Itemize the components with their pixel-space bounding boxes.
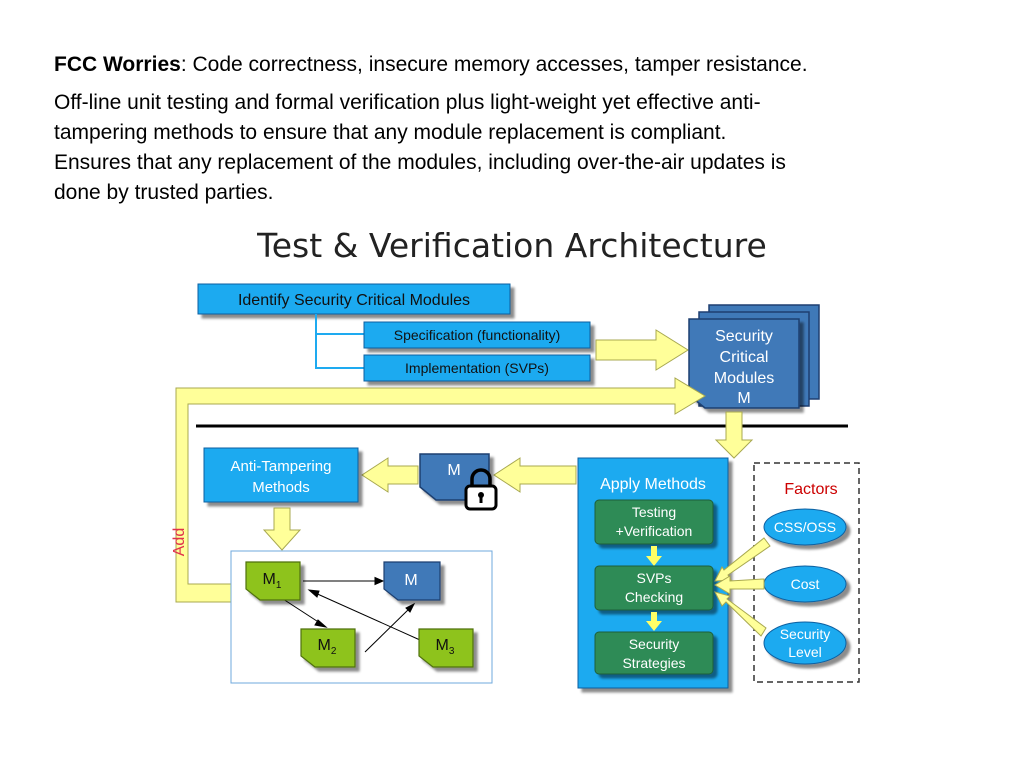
security-level-line-1: Security — [780, 626, 831, 642]
specification-label: Specification (functionality) — [394, 327, 561, 343]
module-m1-letter: M — [263, 571, 276, 588]
module-m2-label: M2 — [318, 637, 337, 657]
module-m1-subscript: 1 — [276, 580, 282, 591]
factors-panel — [753, 462, 860, 683]
description-line-2: tampering methods to ensure that any mod… — [54, 121, 727, 144]
arrow-testing-to-svps — [646, 546, 662, 566]
module-m1-label: M1 — [263, 571, 282, 591]
identify-box — [197, 283, 511, 315]
bracket-connector — [315, 314, 364, 369]
locked-module-label: M — [447, 462, 460, 479]
module-m2-box — [300, 628, 356, 668]
add-loop-arrow — [175, 377, 706, 603]
scm-line-1: Security — [715, 328, 773, 345]
css-oss-label: CSS/OSS — [774, 519, 836, 535]
svps-box — [594, 565, 714, 611]
diagram-title: Test & Verification Architecture — [257, 226, 767, 265]
anti-tampering-box — [203, 447, 359, 503]
security-critical-modules-stack — [688, 304, 820, 409]
css-oss-ellipse — [763, 508, 847, 546]
module-m-right-box — [383, 561, 441, 601]
testing-line-2: +Verification — [616, 523, 693, 539]
module-m3-subscript: 3 — [449, 646, 455, 657]
lock-icon — [464, 468, 498, 511]
fcc-worries-text: : Code correctness, insecure memory acce… — [180, 53, 808, 76]
cost-label: Cost — [791, 576, 820, 592]
scm-line-4: M — [737, 390, 750, 407]
module-m3-box — [418, 628, 474, 668]
description-line-3: Ensures that any replacement of the modu… — [54, 151, 786, 174]
module-m-right-label: M — [404, 572, 417, 589]
factor-arrows — [714, 537, 771, 637]
module-m1-box — [245, 561, 301, 601]
fcc-worries-paragraph: FCC Worries: Code correctness, insecure … — [54, 50, 984, 80]
identify-label: Identify Security Critical Modules — [238, 292, 470, 309]
fcc-worries-label: FCC Worries — [54, 53, 181, 76]
specification-box — [363, 321, 591, 349]
implementation-box — [363, 354, 591, 382]
module-m2-subscript: 2 — [331, 646, 337, 657]
testing-line-1: Testing — [632, 504, 676, 520]
svps-line-1: SVPs — [636, 570, 671, 586]
description-line-1: Off-line unit testing and formal verific… — [54, 91, 761, 114]
arrow-anti-down — [262, 507, 302, 551]
scm-line-3: Modules — [714, 370, 774, 387]
module-m3-letter: M — [436, 637, 449, 654]
intro-text: FCC Worries: Code correctness, insecure … — [54, 50, 984, 208]
anti-tampering-line-1: Anti-Tampering — [231, 458, 332, 475]
scm-line-2: Critical — [720, 349, 769, 366]
graph-edges — [282, 576, 421, 653]
description-line-4: done by trusted parties. — [54, 181, 274, 204]
arrow-to-scm — [595, 329, 689, 371]
description-paragraph: Off-line unit testing and formal verific… — [54, 88, 984, 208]
arrow-apply-to-locked-m — [493, 457, 577, 493]
factors-title: Factors — [784, 481, 837, 498]
security-level-line-2: Level — [788, 644, 821, 660]
testing-box — [594, 499, 714, 545]
security-level-ellipse — [763, 621, 847, 665]
arrow-svps-to-strategies — [646, 612, 662, 631]
module-m3-label: M3 — [436, 637, 455, 657]
strategies-box — [594, 631, 714, 675]
apply-methods-label: Apply Methods — [600, 476, 706, 493]
svps-line-2: Checking — [625, 589, 683, 605]
strategies-line-2: Strategies — [622, 655, 685, 671]
arrow-locked-m-to-anti — [361, 457, 419, 493]
arrow-down-from-scm — [714, 411, 754, 459]
implementation-label: Implementation (SVPs) — [405, 360, 549, 376]
anti-tampering-line-2: Methods — [252, 479, 310, 496]
add-label: Add — [171, 528, 188, 556]
module-m2-letter: M — [318, 637, 331, 654]
strategies-line-1: Security — [629, 636, 680, 652]
